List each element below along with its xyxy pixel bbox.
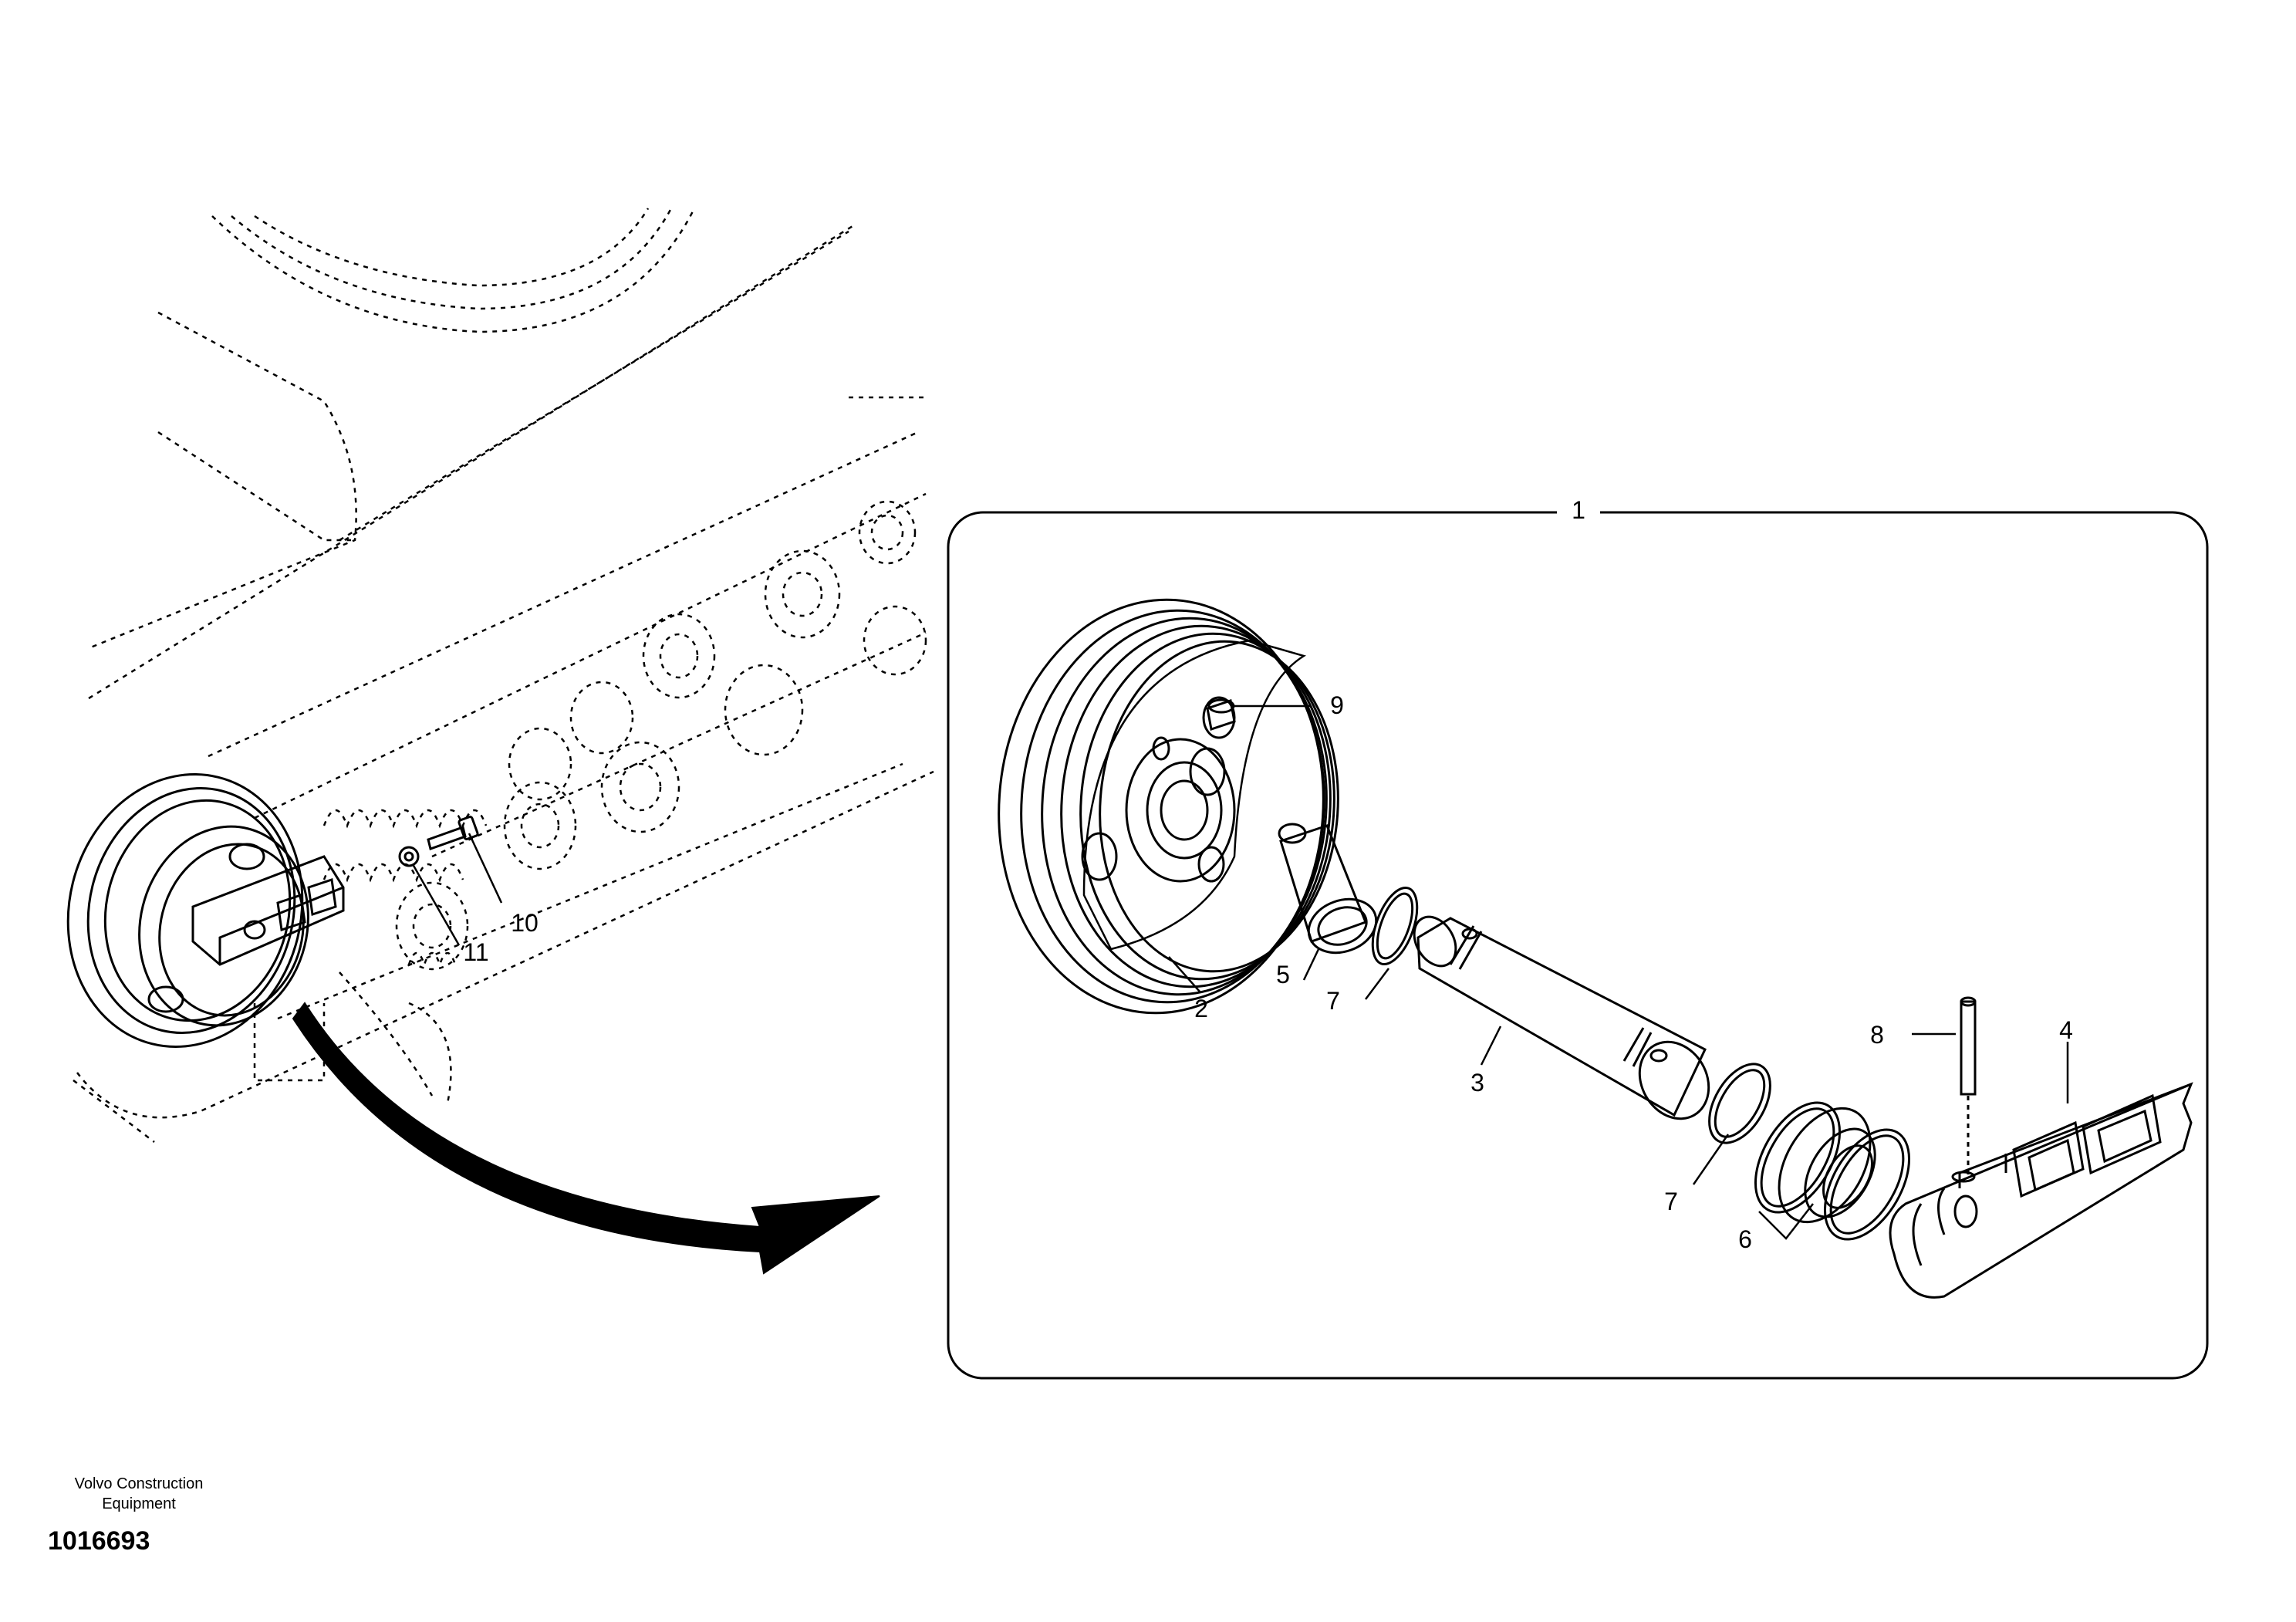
pin-part-8 (1960, 996, 1977, 1177)
front-idler-small-view (66, 773, 345, 1048)
shaft-part-3 (1413, 915, 1710, 1120)
detail-frame (947, 511, 2209, 1380)
callout-7-upper: 7 (1326, 987, 1340, 1015)
callout-6: 6 (1738, 1225, 1752, 1253)
footer: Volvo Construction Equipment 1016693 (46, 1474, 231, 1556)
leader-lines-small (411, 833, 503, 946)
o-ring-part-7-upper (1371, 886, 1419, 966)
callout-9: 9 (1330, 691, 1344, 719)
idler-wheel-part-2 (998, 598, 1339, 1015)
leader-lines-detail (1168, 705, 2069, 1240)
callout-labels: 1 2 3 4 5 6 7 7 8 9 10 11 (463, 496, 2073, 1253)
callout-11: 11 (463, 938, 488, 966)
document-number: 1016693 (48, 1526, 150, 1556)
floating-seal-part-6 (1754, 1101, 1911, 1241)
callout-5: 5 (1276, 961, 1290, 988)
callout-1: 1 (1572, 496, 1585, 524)
arrow-to-detail (292, 1002, 880, 1275)
callout-10: 10 (511, 909, 539, 937)
callout-4: 4 (2059, 1016, 2073, 1044)
callout-3: 3 (1470, 1069, 1484, 1097)
undercarriage-context-view (73, 208, 934, 1143)
yoke-part-4 (1889, 1082, 2193, 1299)
callout-8: 8 (1870, 1021, 1884, 1049)
bolt-and-washer-small (398, 816, 479, 867)
callout-7-lower: 7 (1664, 1188, 1678, 1215)
callout-2: 2 (1194, 995, 1208, 1022)
company-name-line-1: Volvo Construction (74, 1475, 204, 1492)
o-ring-part-7-lower (1708, 1063, 1771, 1144)
bushing-part-5 (1278, 823, 1378, 955)
company-name-line-2: Equipment (102, 1495, 176, 1512)
